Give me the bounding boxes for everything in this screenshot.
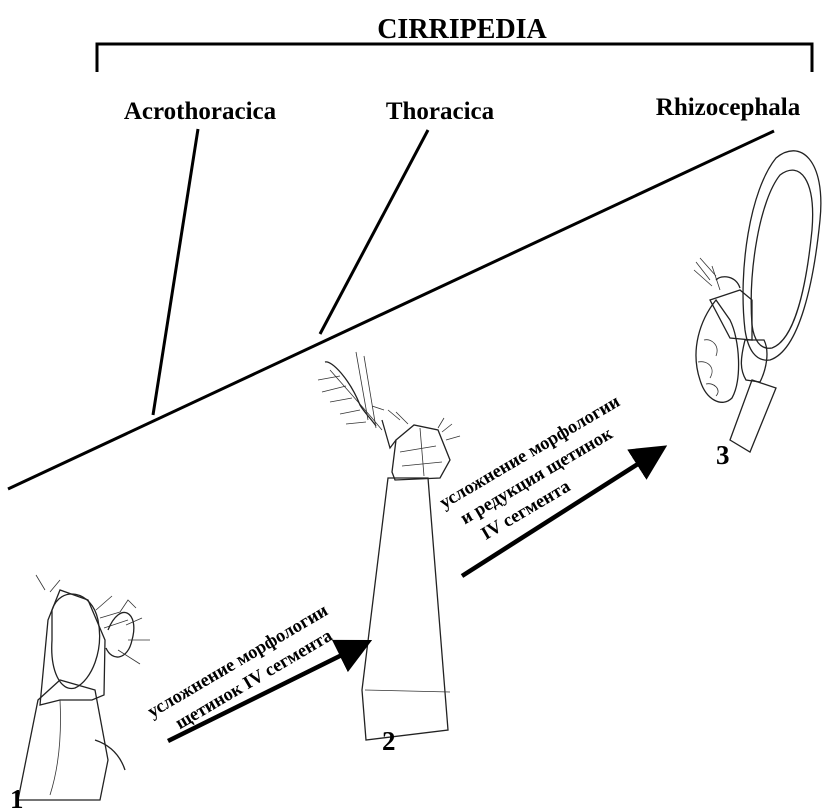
taxon-label-thoracica: Thoracica [386, 98, 495, 125]
figure-number-1: 1 [10, 784, 24, 811]
caption-1: усложнение морфологии щетинок IV сегмент… [144, 601, 344, 743]
cladogram-trunk [8, 131, 774, 489]
taxon-label-acrothoracica: Acrothoracica [124, 98, 277, 125]
figure-number-3: 3 [716, 440, 730, 470]
larva-1-illustration [18, 575, 150, 800]
larva-3-illustration [694, 151, 821, 452]
figure-number-2: 2 [382, 726, 396, 756]
cirripedia-bracket [97, 44, 812, 72]
larva-2-illustration [318, 352, 460, 740]
caption-2: усложнение морфологии и редукция щетинок… [436, 392, 648, 555]
branch-thoracica [320, 130, 428, 334]
taxon-label-rhizocephala: Rhizocephala [656, 94, 801, 121]
branch-acrothoracica [153, 129, 198, 415]
cirripedia-title: CIRRIPEDIA [377, 14, 547, 45]
